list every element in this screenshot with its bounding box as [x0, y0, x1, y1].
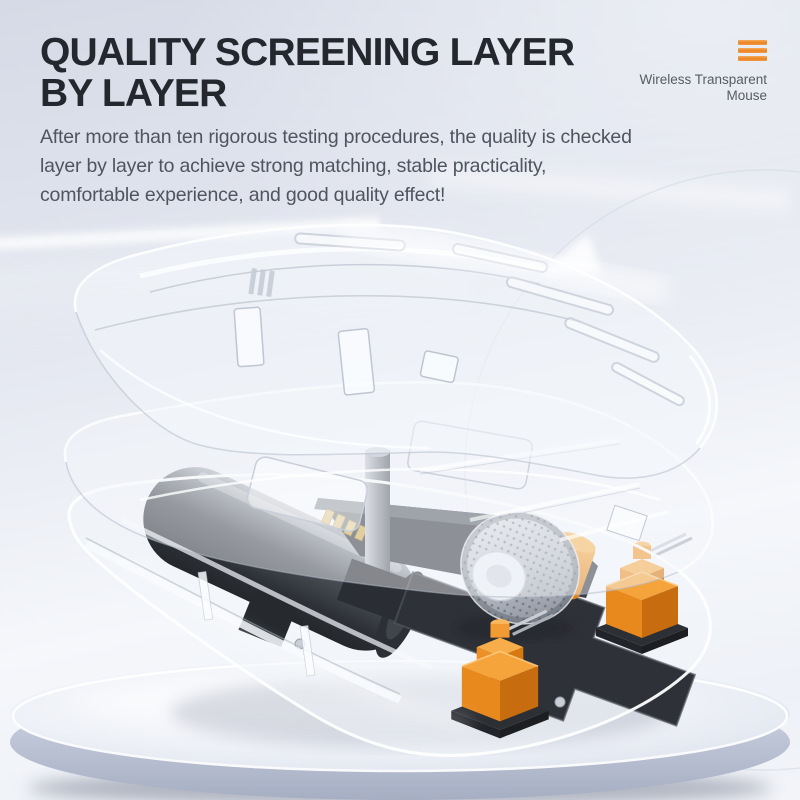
- brand-label-line-2: Mouse: [726, 88, 767, 103]
- bar: [738, 48, 767, 53]
- description-line-1: After more than ten rigorous testing pro…: [40, 126, 632, 148]
- latch-block: [606, 504, 648, 542]
- base-rim: [67, 473, 712, 757]
- screw: [554, 696, 566, 708]
- shell-clips: [233, 306, 459, 396]
- title-line-2: BY LAYER: [40, 72, 227, 115]
- wheel-shadow: [457, 615, 573, 641]
- brand-label-line-1: Wireless Transparent: [639, 72, 767, 87]
- page-description: After more than ten rigorous testing pro…: [40, 123, 632, 210]
- base-shell: [67, 447, 712, 757]
- description-line-2: layer by layer to achieve strong matchin…: [40, 155, 547, 177]
- shell-grille: [248, 268, 275, 297]
- top-shell: [73, 219, 719, 479]
- title-line-1: QUALITY SCREENING LAYER: [40, 31, 575, 74]
- description-line-3: comfortable experience, and good quality…: [40, 184, 446, 206]
- bar: [738, 56, 767, 61]
- bar: [738, 40, 767, 45]
- orange-triple-bars-icon: [639, 40, 767, 64]
